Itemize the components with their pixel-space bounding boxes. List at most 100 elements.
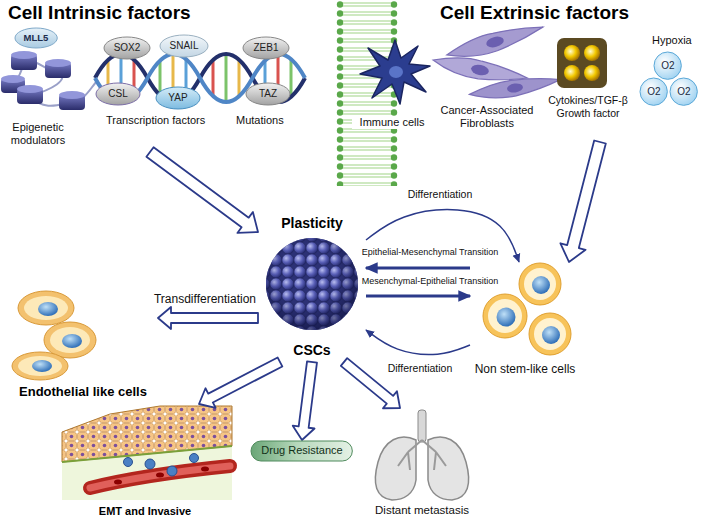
endothelial-cells [62,334,82,348]
fibroblast-cells [470,63,490,77]
protein-ellipse-shape [246,83,290,105]
protein-name: SNAIL [170,40,199,52]
outcome-label: Drug Resistance [261,444,342,457]
cytokine-box [564,65,580,81]
flow-arrow [366,330,470,355]
group-heading: Cell Intrinsic factors [8,2,191,25]
invasion-illustration [201,467,209,472]
part-label: Epigenetic modulators [2,121,74,147]
edge-label: Differentiation [406,188,475,201]
group-heading: Cell Extrinsic factors [440,2,629,25]
flow-arrow [366,295,470,298]
protein-ellipse: ZEB1 [242,36,290,60]
edge-label: Epithelial-Mesenchymal Transition [360,247,501,258]
dna-helix [290,60,293,96]
dna-helix [95,54,305,102]
non-stem-cells [519,263,561,305]
chromatin-illustration [17,85,43,93]
protein-ellipse-shape [15,28,57,48]
block-arrow [199,358,282,408]
protein-ellipse: CSL [95,82,141,106]
protein-name: ZEB1 [253,42,278,54]
part-label: Cancer-Associated Fibroblasts [432,104,542,130]
edge-label: Mesenchymal-Epithelial Transition [360,276,501,287]
oxygen-bubble: O2 [639,77,668,106]
cell-label: Endothelial like cells [19,384,147,400]
fibroblast-cells [506,82,523,93]
endothelial-cells [18,291,74,325]
part-label: Immune cells [352,116,432,129]
cluster-label: CSCs [293,342,330,359]
part-label: Cytokines/TGF-β Growth factor [542,94,634,119]
invasion-illustration [62,406,232,500]
part-label: Transcription factors [106,114,205,127]
stem-cell-sphere [266,238,358,330]
dna-helix [225,54,228,102]
dna-helix [95,54,305,102]
block-arrow [158,307,258,329]
protein-name: YAP [168,92,187,104]
oxygen-bubble: O2 [669,77,698,106]
chromatin-illustration [11,51,37,70]
oxygen-bubble-shape [654,52,681,79]
block-arrow [560,140,605,262]
cell-label: Non stem-like cells [475,362,576,376]
block-arrow [146,147,258,233]
dna-helix [238,60,241,96]
protein-ellipse-shape [96,83,140,105]
chromatin-illustration [17,85,43,104]
non-stem-cells [483,294,527,338]
block-arrow [293,361,317,440]
endothelial-cells [18,356,62,376]
outcome-label: EMT and Invasive [99,505,191,518]
protein-name: SOX2 [114,42,141,54]
protein-ellipse-shape [243,37,289,59]
protein-ellipse: YAP [155,86,201,110]
non-stem-cells [542,326,560,344]
membrane-ladder [336,0,398,186]
dna-helix [212,60,215,96]
oxygen-label: O2 [677,86,690,98]
protein-ellipse-shape [160,35,208,57]
oxygen-bubble-shape [670,78,697,105]
dna-helix [95,54,305,102]
chromatin-illustration [1,75,25,83]
immune-cell [360,40,430,104]
immune-cell [389,66,403,78]
endothelial-cells [50,327,90,353]
chromatin-illustration [59,91,85,99]
endothelial-cells [38,302,58,316]
endothelial-cells [12,352,68,380]
protein-ellipse: SOX2 [103,36,151,60]
invasion-illustration [167,466,177,476]
outcome-picture: EMT and Invasive [55,404,235,520]
cluster-label: Plasticity [281,215,342,232]
invasion-illustration [124,458,133,467]
stem-cell-sphere [266,238,358,330]
edge-label: Differentiation [386,362,455,375]
lung-illustration [375,410,468,500]
invasion-illustration [114,480,122,485]
non-stem-cells [534,318,566,350]
protein-ellipse-shape [156,87,200,109]
oxygen-bubble-shape [640,78,667,105]
endothelial-cells [44,322,96,358]
fibroblast-cells [485,35,505,49]
invasion-illustration [90,466,230,488]
protein-name: CSL [108,88,127,100]
lung-illustration [418,410,426,442]
lung-illustration [398,440,446,470]
protein-ellipse: TAZ [245,82,291,106]
non-stem-cells [483,294,527,338]
flow-arrow [366,267,470,270]
non-stem-cells [519,263,561,305]
cytokine-box [584,65,600,81]
invasion-illustration [145,459,155,469]
part-label: Hypoxia [652,34,692,47]
outcome-pill: Drug Resistance [250,440,353,462]
cytokine-box [564,45,580,61]
oxygen-label: O2 [647,86,660,98]
protein-name: TAZ [259,88,277,100]
oxygen-bubble: O2 [653,51,682,80]
